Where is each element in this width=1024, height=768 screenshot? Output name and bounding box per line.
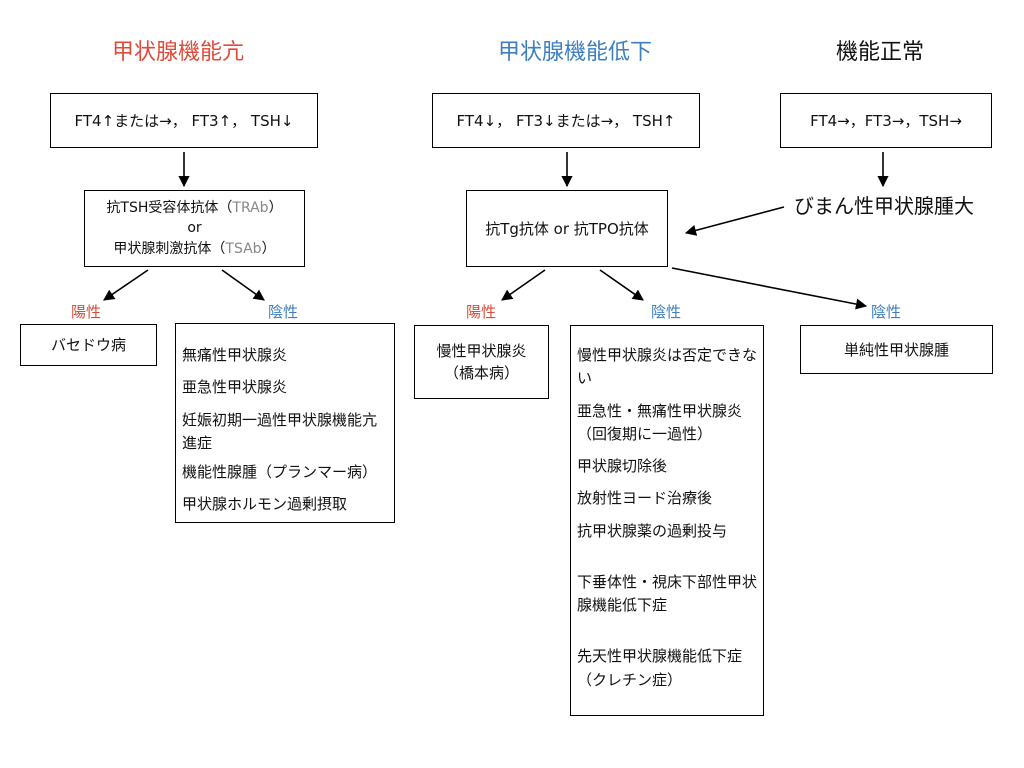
arrow-hypo-test-to-negative: [599, 269, 644, 301]
hyper-negative-label: 陰性: [268, 303, 299, 321]
normal-labs-text: FT4→，FT3→，TSH→: [810, 111, 962, 130]
arrow-finding-to-hypo-test: [684, 206, 785, 236]
hypo-title: 甲状腺機能低下: [498, 40, 653, 65]
hypo-negative-item: 下垂体性・視床下部性甲状腺機能低下症: [577, 572, 758, 614]
hypo-positive-item-sub: （橋本病）: [443, 364, 519, 382]
hyper-labs-box: FT4↑または→， FT3↑， TSH↓: [50, 93, 318, 148]
hyper-test-box: 抗TSH受容体抗体（TRAb） or 甲状腺刺激抗体（TSAb）: [84, 190, 305, 267]
normal-labs-box: FT4→，FT3→，TSH→: [780, 93, 992, 148]
hypo-negative-item: 抗甲状腺薬の過剰投与: [577, 521, 728, 540]
normal-title: 機能正常: [836, 40, 925, 65]
hyper-positive-item: バセドウ病: [50, 336, 126, 354]
hypo-test-text: 抗Tg抗体 or 抗TPO抗体: [485, 219, 649, 238]
hyper-test-line1: 抗TSH受容体抗体（TRAb）: [106, 200, 283, 217]
hyper-negative-box: 無痛性甲状腺炎 亜急性甲状腺炎 妊娠初期一過性甲状腺機能亢進症 機能性腺腫（プラ…: [175, 323, 395, 523]
hypo-test-box: 抗Tg抗体 or 抗TPO抗体: [466, 190, 668, 267]
hypo-labs-box: FT4↓， FT3↓または→， TSH↑: [432, 93, 700, 148]
hyper-negative-item: 無痛性甲状腺炎: [182, 346, 288, 364]
hypo-negative-item: 甲状腺切除後: [577, 457, 668, 475]
trab-abbr: TRAb: [232, 200, 269, 217]
hyper-positive-label: 陽性: [71, 303, 102, 321]
normal-finding: びまん性甲状腺腫大: [794, 194, 974, 218]
normal-negative-box: 単純性甲状腺腫: [800, 325, 993, 374]
hyper-negative-item: 妊娠初期一過性甲状腺機能亢進症: [182, 410, 378, 452]
normal-negative-label: 陰性: [871, 303, 902, 321]
arrow-hypo-test-to-normal-negative: [671, 267, 868, 310]
hypo-negative-item: 先天性甲状腺機能低下症（クレチン症）: [577, 647, 743, 689]
arrow-hyper-test-to-positive: [103, 269, 149, 301]
hypo-negative-label: 陰性: [651, 303, 682, 321]
hyper-negative-item: 甲状腺ホルモン過剰摂取: [182, 495, 348, 514]
hypo-positive-item: 慢性甲状腺炎: [436, 341, 527, 360]
hyper-positive-box: バセドウ病: [20, 324, 157, 366]
normal-negative-item: 単純性甲状腺腫: [843, 340, 949, 359]
hyper-negative-item: 亜急性甲状腺炎: [182, 378, 288, 397]
hypo-negative-item: 慢性甲状腺炎は否定できない: [577, 346, 758, 388]
hyper-title: 甲状腺機能亢: [112, 40, 245, 65]
hypo-positive-label: 陽性: [466, 303, 497, 321]
hyper-negative-item: 機能性腺腫（プランマー病）: [182, 463, 378, 481]
arrow-hyper-test-to-negative: [221, 269, 265, 301]
hyper-test-line3: 甲状腺刺激抗体（TSAb）: [113, 240, 276, 257]
hypo-negative-item: 亜急性・無痛性甲状腺炎（回復期に一過性）: [577, 401, 743, 443]
arrow-hypo-test-to-positive: [501, 269, 546, 301]
hypo-negative-item: 放射性ヨード治療後: [577, 489, 713, 508]
hypo-negative-box: 慢性甲状腺炎は否定できない 亜急性・無痛性甲状腺炎（回復期に一過性） 甲状腺切除…: [570, 325, 764, 716]
tsab-abbr: TSAb: [225, 240, 262, 257]
hyper-test-or: or: [187, 220, 202, 237]
hypo-positive-box: 慢性甲状腺炎 （橋本病）: [414, 325, 549, 399]
hyper-labs-text: FT4↑または→， FT3↑， TSH↓: [74, 111, 294, 130]
hypo-labs-text: FT4↓， FT3↓または→， TSH↑: [456, 111, 676, 130]
